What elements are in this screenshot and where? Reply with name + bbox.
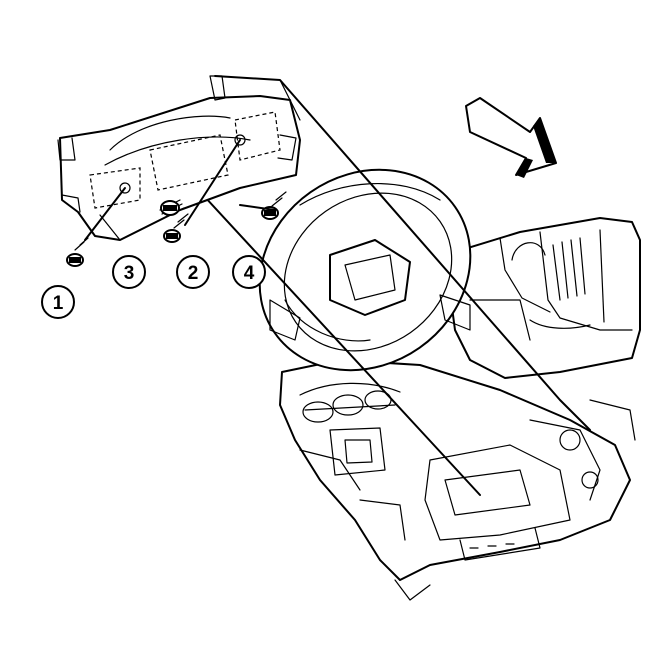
bolt-2 [163,213,189,243]
callout-1: 1 [41,285,75,319]
instrument-panel [444,217,641,379]
callout-2: 2 [176,255,210,289]
callout-2-label: 2 [188,263,199,284]
leader-lines [84,134,276,241]
bolt-4 [261,191,287,220]
direction-arrow-icon [465,97,557,178]
callout-4-label: 4 [244,263,255,284]
column-assembly [279,359,636,601]
callout-3: 3 [112,255,146,289]
bolt-threaded-mid [159,199,185,219]
callout-3-label: 3 [124,263,135,284]
callout-4: 4 [232,255,266,289]
steering-wheel [258,168,472,372]
callout-1-label: 1 [53,293,64,314]
bolt-1 [66,237,89,267]
column-cover-panel [57,75,301,241]
